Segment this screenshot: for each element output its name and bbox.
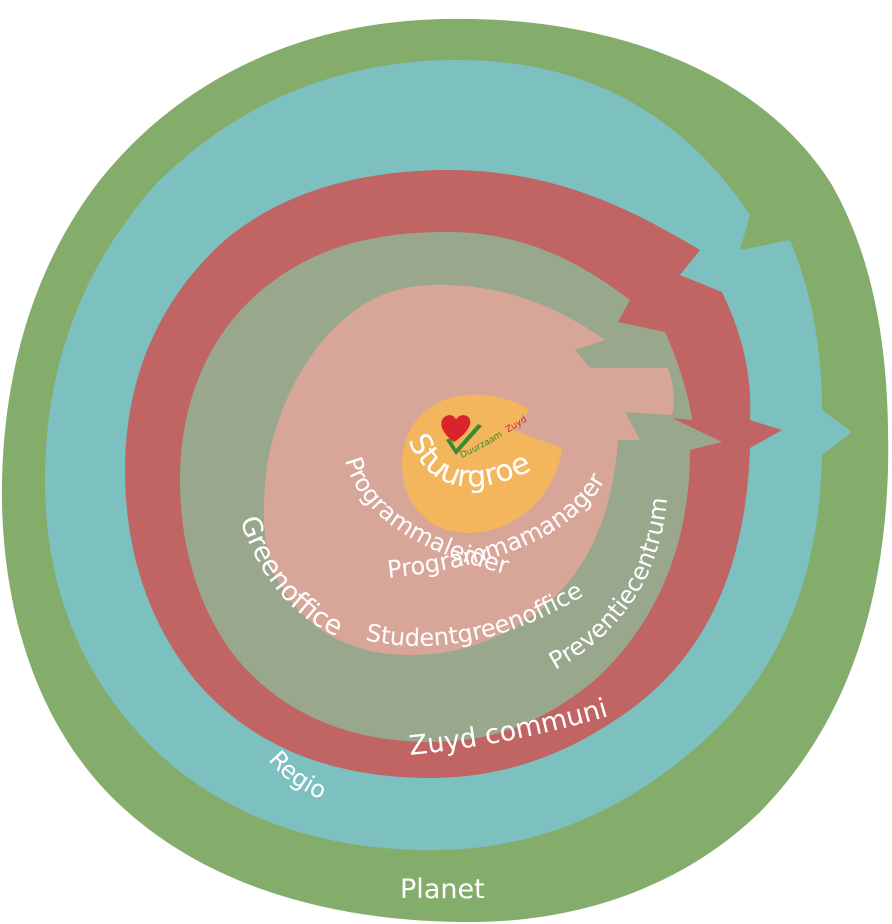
heart-icon <box>441 415 471 442</box>
checkmark-icon <box>446 424 482 455</box>
stuurgroep-core <box>402 394 562 533</box>
planet-label: Planet <box>400 874 485 905</box>
